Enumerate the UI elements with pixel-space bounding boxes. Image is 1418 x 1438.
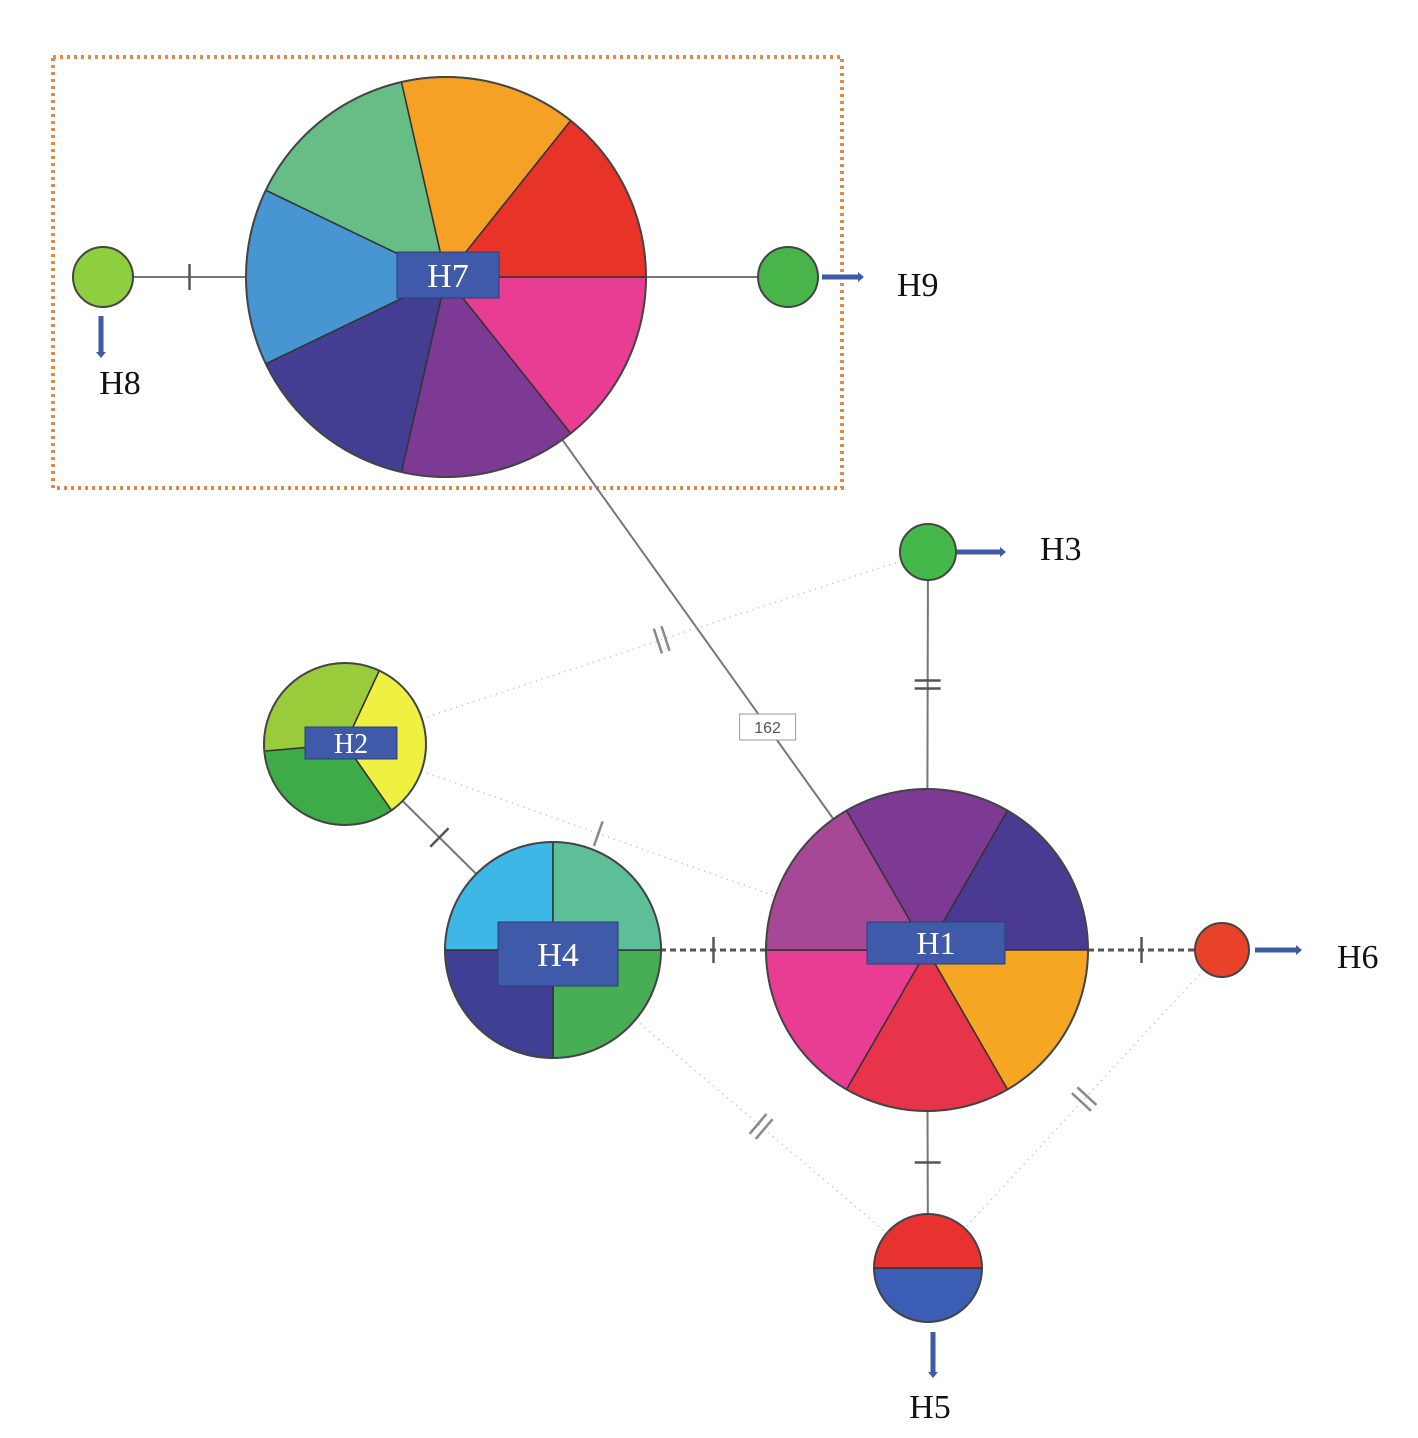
haplotype-node-h1: H1: [765, 788, 1089, 1112]
mutation-mark: [652, 628, 664, 654]
node-label: H1: [916, 925, 955, 961]
edge-H1-H6: [1088, 937, 1195, 963]
arrow-head-icon: [858, 272, 864, 282]
node-outline: [263, 662, 427, 826]
edge-H1-H5: [914, 1110, 941, 1215]
pie-slice: [72, 246, 134, 308]
external-label-h9: H9: [822, 267, 939, 304]
edge-H2-H4: [401, 800, 477, 875]
edge-H7-H8: [133, 264, 246, 290]
external-label-h8: H8: [96, 316, 141, 402]
haplotype-node-h2: H2: [263, 662, 427, 826]
arrow-head-icon: [1296, 945, 1302, 955]
pie-slice: [873, 1267, 983, 1323]
edge-line: [926, 579, 929, 790]
arrow-head-icon: [96, 352, 106, 358]
edge-label: 162: [754, 720, 781, 737]
arrow-head-icon: [1000, 547, 1006, 557]
node-outline: [444, 841, 662, 1059]
edge-line: [421, 770, 776, 897]
node-label-box: [396, 251, 500, 299]
haplotype-node-h4: H4: [444, 841, 662, 1059]
haplotype-label: H6: [1337, 939, 1379, 976]
mutation-mark: [429, 827, 450, 848]
edge-line: [634, 1019, 888, 1234]
node-outline: [873, 1213, 983, 1323]
haplotype-label: H9: [897, 267, 939, 304]
haplotype-node-h6: [1194, 922, 1250, 978]
haplotype-label: H8: [99, 365, 141, 402]
haplotype-node-h3: [899, 523, 957, 581]
node-label: H4: [537, 937, 579, 974]
edge-layer: 162: [133, 264, 1205, 1234]
edge-H4-H5: [634, 1019, 888, 1234]
external-label-h5: H5: [909, 1332, 951, 1426]
highlight-box: [51, 55, 844, 490]
haplotype-node-h7: H7: [245, 76, 647, 478]
node-outline: [765, 788, 1089, 1112]
arrow-head-icon: [928, 1372, 938, 1378]
node-label: H7: [427, 258, 469, 295]
mutation-mark: [748, 1113, 768, 1135]
haplotype-node-h5: [873, 1213, 983, 1323]
mutation-mark: [1076, 1086, 1098, 1106]
edge-H1-H7: 162: [561, 439, 835, 820]
pie-slice: [899, 523, 957, 581]
pie-slice: [1194, 922, 1250, 978]
edge-line: [421, 560, 902, 720]
node-label-box: [304, 726, 398, 760]
mutation-mark: [754, 1118, 774, 1140]
edge-H6-H5: [964, 969, 1205, 1229]
haplotype-label: H3: [1040, 531, 1082, 568]
node-label: H2: [334, 729, 368, 760]
mutation-mark: [1071, 1092, 1092, 1112]
haplotype-node-h9: [757, 246, 819, 308]
haplotype-label: H5: [909, 1389, 951, 1426]
edge-H1-H3: [914, 579, 941, 790]
node-outline: [245, 76, 647, 478]
edge-label-box: [739, 713, 797, 741]
edge-H1-H4: [661, 937, 766, 963]
edge-H2-H3: [421, 560, 902, 720]
edge-H2-H1: [421, 770, 776, 897]
pie-slice: [873, 1213, 983, 1269]
node-label-box: [497, 921, 619, 987]
edge-line: [561, 439, 835, 820]
haplotype-node-h8: [72, 246, 134, 308]
external-label-h6: H6: [1255, 939, 1379, 976]
external-label-h3: H3: [957, 531, 1082, 568]
mutation-mark: [660, 625, 671, 652]
pie-slice: [757, 246, 819, 308]
mutation-mark: [592, 820, 604, 847]
node-label-box: [866, 921, 1006, 965]
